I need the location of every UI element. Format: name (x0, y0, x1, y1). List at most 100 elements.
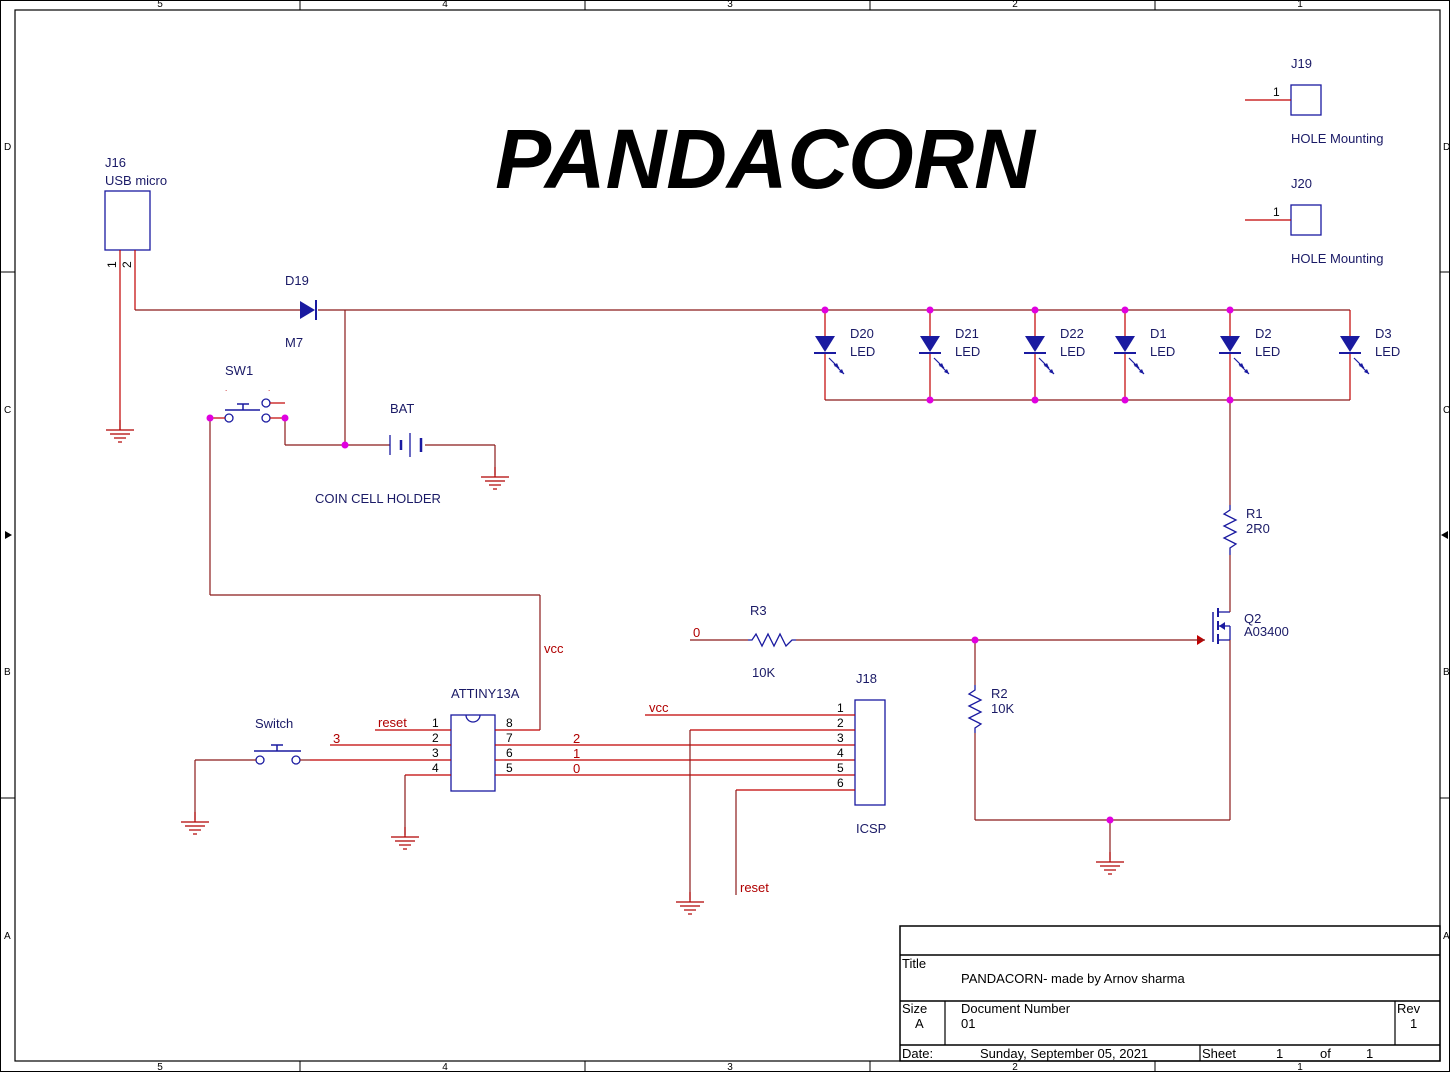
svg-text:1: 1 (1273, 85, 1280, 99)
date-value: Sunday, September 05, 2021 (980, 1046, 1148, 1061)
u1-attiny13a: ATTINY13A 1 2 3 4 8 7 6 5 reset 3 2 1 0 … (310, 641, 855, 850)
svg-text:2: 2 (1012, 0, 1018, 10)
sw1-pushbutton: SW1 . . (210, 363, 285, 423)
led-icon (918, 335, 950, 375)
led-array-wires (824, 310, 1351, 401)
sheet-total: 1 (1366, 1046, 1373, 1061)
r1-ref: R1 (1246, 506, 1263, 521)
sw1-wires (209, 418, 541, 730)
svg-text:A: A (1443, 931, 1450, 942)
sw1-ref: SW1 (225, 363, 253, 378)
j18-vcc-label: vcc (649, 700, 669, 715)
j19-value: HOLE Mounting (1291, 131, 1384, 146)
u1-ref: ATTINY13A (451, 686, 520, 701)
svg-text:3: 3 (837, 731, 844, 745)
svg-text:D3: D3 (1375, 326, 1392, 341)
banner-title: PANDACORN (495, 112, 1037, 206)
led-d22: D22 LED (1023, 326, 1085, 375)
size-label: Size (902, 1001, 927, 1016)
j20-ref: J20 (1291, 176, 1312, 191)
bat-value: COIN CELL HOLDER (315, 491, 441, 506)
svg-text:1: 1 (432, 716, 439, 730)
j16-ref: J16 (105, 155, 126, 170)
led-icon (1338, 335, 1370, 375)
svg-text:4: 4 (442, 0, 448, 10)
switch-pushbutton: Switch (180, 716, 310, 835)
vcc-rail-wires (135, 309, 1350, 445)
j16-value: USB micro (105, 173, 167, 188)
r3-net-label: 0 (693, 625, 700, 640)
svg-text:D: D (1443, 142, 1450, 153)
switch-ref: Switch (255, 716, 293, 731)
r1-resistor: R1 2R0 (1222, 400, 1270, 605)
size-value: A (915, 1016, 924, 1031)
j20-value: HOLE Mounting (1291, 251, 1384, 266)
date-label: Date: (902, 1046, 933, 1061)
svg-text:D22: D22 (1060, 326, 1084, 341)
svg-text:C: C (1443, 405, 1450, 416)
svg-text:5: 5 (157, 0, 163, 10)
svg-text:4: 4 (442, 1062, 448, 1072)
svg-text:8: 8 (506, 716, 513, 730)
j16-usb-connector: J16 USB micro 1 2 (104, 155, 167, 443)
svg-text:3: 3 (727, 1062, 733, 1072)
led-icon (1023, 335, 1055, 375)
j18-ref: J18 (856, 671, 877, 686)
ground-icon (480, 466, 510, 490)
led-icon (1218, 335, 1250, 375)
svg-text:2: 2 (837, 716, 844, 730)
title-block: Title PANDACORN- made by Arnov sharma Si… (899, 925, 1441, 1062)
net-2-label: 2 (573, 731, 580, 746)
rev-value: 1 (1410, 1016, 1417, 1031)
d19-value: M7 (285, 335, 303, 350)
r3-resistor: 0 R3 10K (690, 603, 1205, 680)
d19-diode: D19 M7 (285, 273, 317, 350)
sheet-label: Sheet (1202, 1046, 1236, 1061)
svg-text:D: D (4, 142, 11, 153)
led-d20: D20 LED (813, 326, 875, 375)
svg-text:.: . (268, 384, 270, 393)
net-vcc-label: vcc (544, 641, 564, 656)
svg-text:4: 4 (432, 761, 439, 775)
j18-reset-label: reset (740, 880, 769, 895)
svg-text:1: 1 (837, 701, 844, 715)
ground-icon (180, 811, 210, 835)
j20-mounting-hole: 1 J20 HOLE Mounting (1245, 176, 1384, 266)
j19-mounting-hole: 1 J19 HOLE Mounting (1245, 56, 1384, 146)
docnum-value: 01 (961, 1016, 975, 1031)
led-d2: D2 LED (1218, 326, 1280, 375)
svg-text:5: 5 (157, 1062, 163, 1072)
svg-text:1: 1 (1297, 0, 1303, 10)
of-label: of (1320, 1046, 1331, 1061)
q2-ref: Q2 (1244, 611, 1261, 626)
svg-text:D2: D2 (1255, 326, 1272, 341)
j18-value: ICSP (856, 821, 886, 836)
led-icon (813, 335, 845, 375)
led-d21: D21 LED (918, 326, 980, 375)
q2-value: A03400 (1244, 624, 1289, 639)
svg-text:A: A (4, 931, 11, 942)
j18-icsp-header: J18 ICSP 1 2 3 4 5 6 vcc reset (645, 671, 886, 915)
svg-text:C: C (4, 405, 11, 416)
svg-text:B: B (1443, 667, 1450, 678)
svg-text:LED: LED (1150, 344, 1175, 359)
sheet-value: 1 (1276, 1046, 1283, 1061)
net-1-label: 1 (573, 746, 580, 761)
bat-ref: BAT (390, 401, 414, 416)
svg-text:6: 6 (506, 746, 513, 760)
net-reset-label: reset (378, 715, 407, 730)
svg-text:2: 2 (120, 261, 134, 268)
svg-text:3: 3 (727, 0, 733, 10)
led-d3: D3 LED (1338, 326, 1400, 375)
r2-resistor: R2 10K (967, 640, 1230, 875)
svg-text:D21: D21 (955, 326, 979, 341)
svg-text:1: 1 (1273, 205, 1280, 219)
svg-text:D20: D20 (850, 326, 874, 341)
j19-ref: J19 (1291, 56, 1312, 71)
svg-text:5: 5 (837, 761, 844, 775)
svg-text:2: 2 (432, 731, 439, 745)
svg-text:LED: LED (850, 344, 875, 359)
svg-text:B: B (4, 667, 11, 678)
ground-icon (390, 826, 420, 850)
